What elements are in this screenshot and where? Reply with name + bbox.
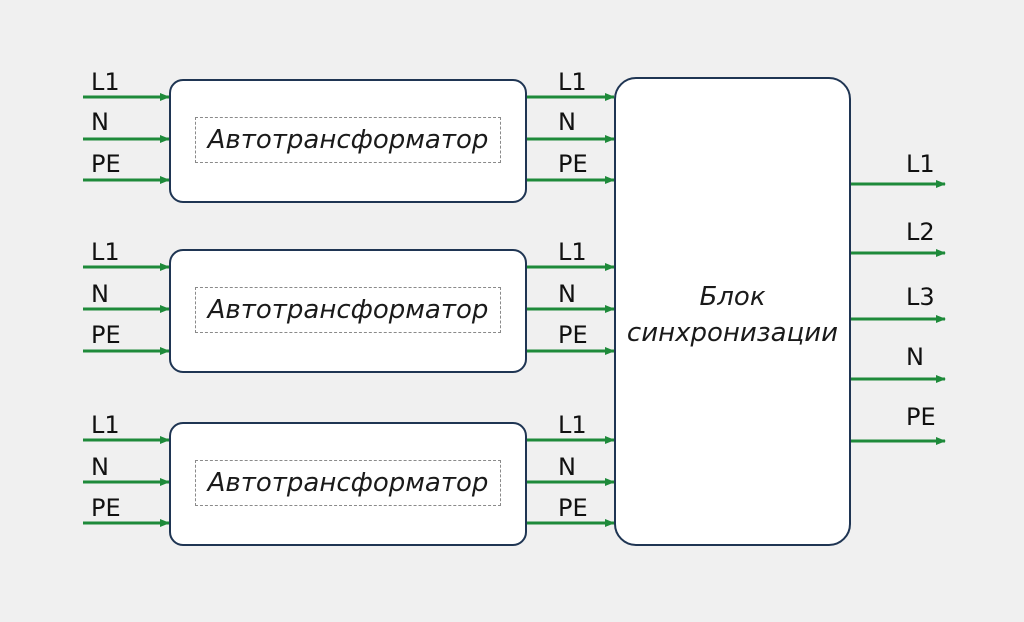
input-1-label-l1: L1: [91, 68, 120, 96]
input-2-label-l1: L1: [91, 238, 120, 266]
mid-3-label-pe: PE: [558, 494, 588, 522]
input-2-label-n: N: [91, 280, 109, 308]
autotransformer-label-3: Автотрансформатор: [195, 460, 501, 506]
input-2-label-pe: PE: [91, 321, 121, 349]
input-3-label-l1: L1: [91, 411, 120, 439]
sync-block: Блок синхронизации: [614, 77, 851, 546]
output-label-pe: PE: [906, 403, 936, 431]
mid-1-label-pe: PE: [558, 150, 588, 178]
output-label-l2: L2: [906, 218, 935, 246]
input-3-label-n: N: [91, 453, 109, 481]
autotransformer-label-1: Автотрансформатор: [195, 117, 501, 163]
input-3-label-pe: PE: [91, 494, 121, 522]
output-label-l1: L1: [906, 150, 935, 178]
input-1-label-pe: PE: [91, 150, 121, 178]
autotransformer-box-3: Автотрансформатор: [169, 422, 527, 546]
autotransformer-box-2: Автотрансформатор: [169, 249, 527, 373]
sync-block-label: Блок синхронизации: [616, 279, 849, 351]
mid-1-label-l1: L1: [558, 68, 587, 96]
mid-2-label-l1: L1: [558, 238, 587, 266]
output-label-l3: L3: [906, 283, 935, 311]
mid-2-label-pe: PE: [558, 321, 588, 349]
output-label-n: N: [906, 343, 924, 371]
mid-3-label-l1: L1: [558, 411, 587, 439]
autotransformer-label-2: Автотрансформатор: [195, 287, 501, 333]
mid-3-label-n: N: [558, 453, 576, 481]
mid-1-label-n: N: [558, 108, 576, 136]
sync-block-label-line1: Блок: [699, 282, 766, 312]
autotransformer-box-1: Автотрансформатор: [169, 79, 527, 203]
sync-block-label-line2: синхронизации: [626, 318, 839, 348]
input-1-label-n: N: [91, 108, 109, 136]
mid-2-label-n: N: [558, 280, 576, 308]
